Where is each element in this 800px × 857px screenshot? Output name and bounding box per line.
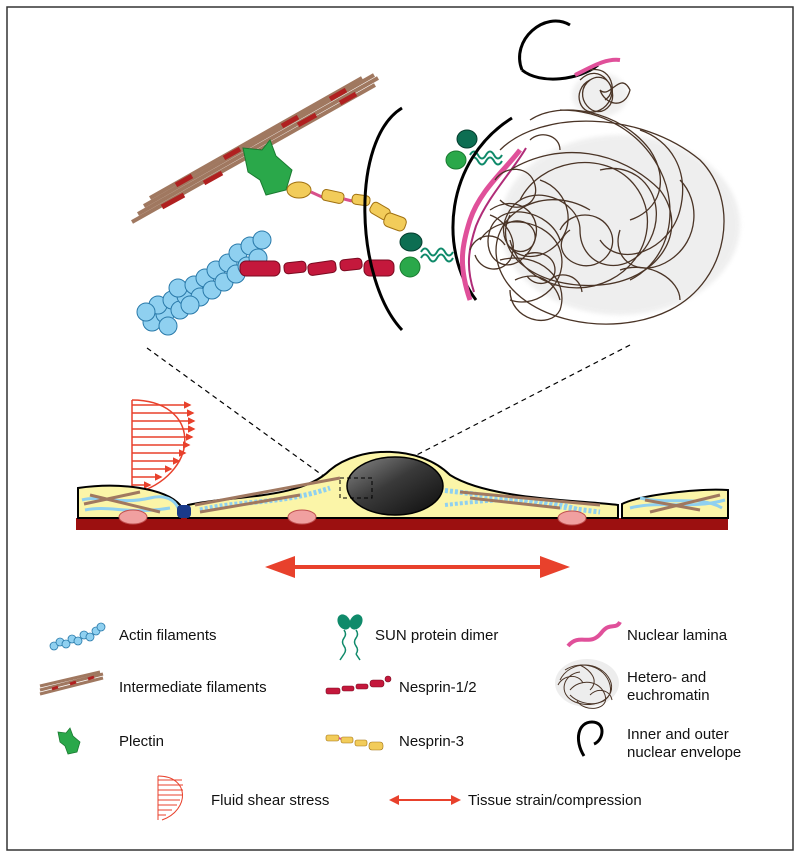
legend-chromatin-icon — [555, 659, 619, 709]
legend-intermediate-label: Intermediate filaments — [119, 679, 267, 696]
legend-nesprin-3-label: Nesprin-3 — [399, 733, 464, 750]
legend-shear-icon — [157, 775, 183, 821]
legend-chromatin-label-1: Hetero- and — [627, 669, 706, 686]
legend-sun-label: SUN protein dimer — [375, 627, 498, 644]
zoom-region-box — [339, 477, 373, 499]
cell-cytoskeleton — [81, 476, 726, 515]
chromatin-mass — [469, 68, 740, 325]
extracellular-substrate — [76, 518, 728, 530]
legend-actin-icon — [49, 622, 106, 651]
intermediate-filament-bundle — [131, 73, 379, 224]
zoom-line-left — [146, 347, 341, 489]
legend-nesprin-3-icon — [325, 734, 384, 751]
actin-filament-zoom — [136, 230, 272, 336]
zoomed-linc-complex — [131, 19, 740, 336]
legend-shear-label: Fluid shear stress — [211, 792, 329, 809]
legend-nesprin-1-2-label: Nesprin-1/2 — [399, 679, 477, 696]
tissue-strain-arrow — [265, 556, 570, 578]
cell-junction — [177, 505, 191, 518]
legend: Actin filaments Intermediate filaments P… — [39, 614, 741, 821]
legend-nesprin-1-2-icon — [325, 675, 392, 695]
legend-strain-label: Tissue strain/compression — [468, 792, 642, 809]
legend-plectin-icon — [57, 727, 81, 755]
upper-nuclear-envelope — [518, 19, 571, 71]
legend-envelope-icon — [576, 720, 604, 757]
legend-chromatin-label-2: euchromatin — [627, 687, 710, 704]
nuclear-lamina-zoom — [460, 148, 522, 301]
legend-strain-icon — [389, 795, 461, 805]
focal-adhesion — [118, 509, 148, 525]
legend-envelope-label-2: nuclear envelope — [627, 744, 741, 761]
legend-plectin-label: Plectin — [119, 733, 164, 750]
legend-envelope-label-1: Inner and outer — [627, 726, 729, 743]
focal-adhesion — [287, 509, 317, 525]
outer-nuclear-envelope — [363, 106, 404, 332]
legend-lamina-label: Nuclear lamina — [627, 627, 728, 644]
legend-intermediate-icon — [39, 670, 104, 696]
focal-adhesion — [557, 510, 587, 526]
kash-domain — [399, 232, 454, 278]
zoom-line-right — [371, 344, 631, 479]
plectin-protein — [242, 139, 293, 196]
legend-sun-icon — [337, 614, 363, 661]
fluid-shear-stress-profile — [131, 399, 196, 493]
cell-layer-scene — [76, 399, 729, 530]
legend-lamina-icon — [566, 620, 622, 648]
cell-nucleus — [346, 456, 444, 516]
legend-actin-label: Actin filaments — [119, 627, 217, 644]
outer-border — [6, 6, 794, 851]
